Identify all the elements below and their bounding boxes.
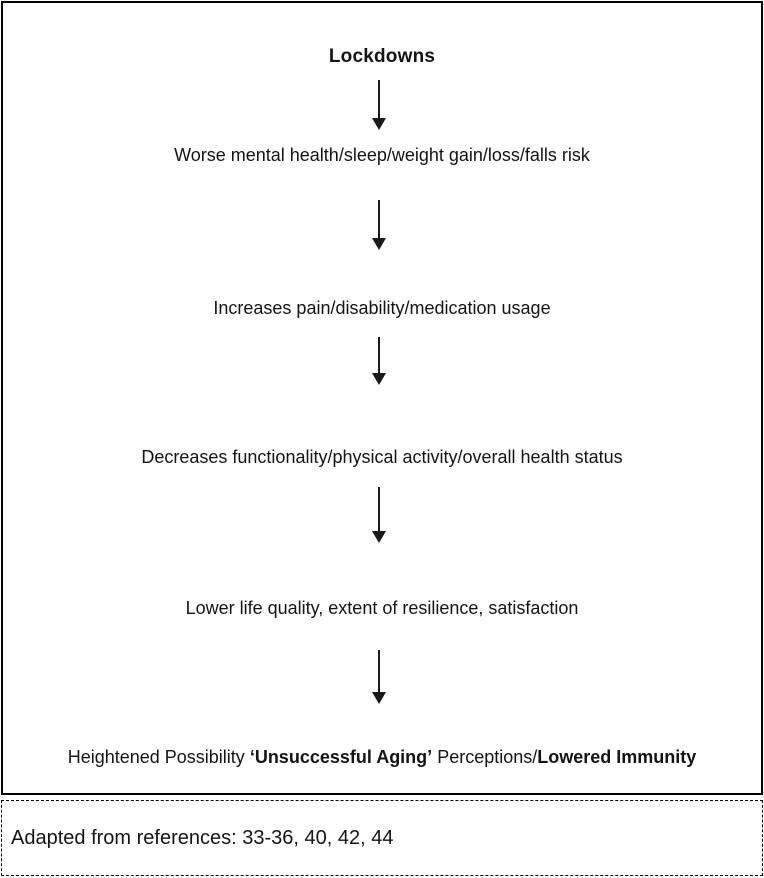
down-arrow-3 bbox=[378, 337, 380, 373]
source-note-box: Adapted from references: 33-36, 40, 42, … bbox=[1, 800, 763, 876]
flowchart-box: Lockdowns Worse mental health/sleep/weig… bbox=[1, 1, 763, 795]
flow-title: Lockdowns bbox=[328, 46, 436, 67]
flow-step-2: Increases pain/disability/medication usa… bbox=[213, 298, 551, 318]
source-note: Adapted from references: 33-36, 40, 42, … bbox=[11, 827, 394, 849]
final-text-bold-lowered-immunity: Lowered Immunity bbox=[537, 747, 697, 767]
flow-step-4: Lower life quality, extent of resilience… bbox=[185, 598, 579, 618]
flow-step-final: Heightened Possibility ‘Unsuccessful Agi… bbox=[3, 745, 761, 769]
down-arrow-5 bbox=[378, 650, 380, 692]
final-text-regular-2: Perceptions/ bbox=[432, 747, 538, 767]
flow-step-3: Decreases functionality/physical activit… bbox=[141, 447, 623, 467]
down-arrow-4 bbox=[378, 487, 380, 531]
down-arrow-1 bbox=[378, 80, 380, 118]
flow-step-1: Worse mental health/sleep/weight gain/lo… bbox=[174, 145, 590, 165]
final-text-regular-1: Heightened Possibility bbox=[67, 747, 250, 767]
final-text-bold-unsuccessful-aging: ‘Unsuccessful Aging’ bbox=[249, 747, 433, 767]
down-arrow-2 bbox=[378, 200, 380, 238]
